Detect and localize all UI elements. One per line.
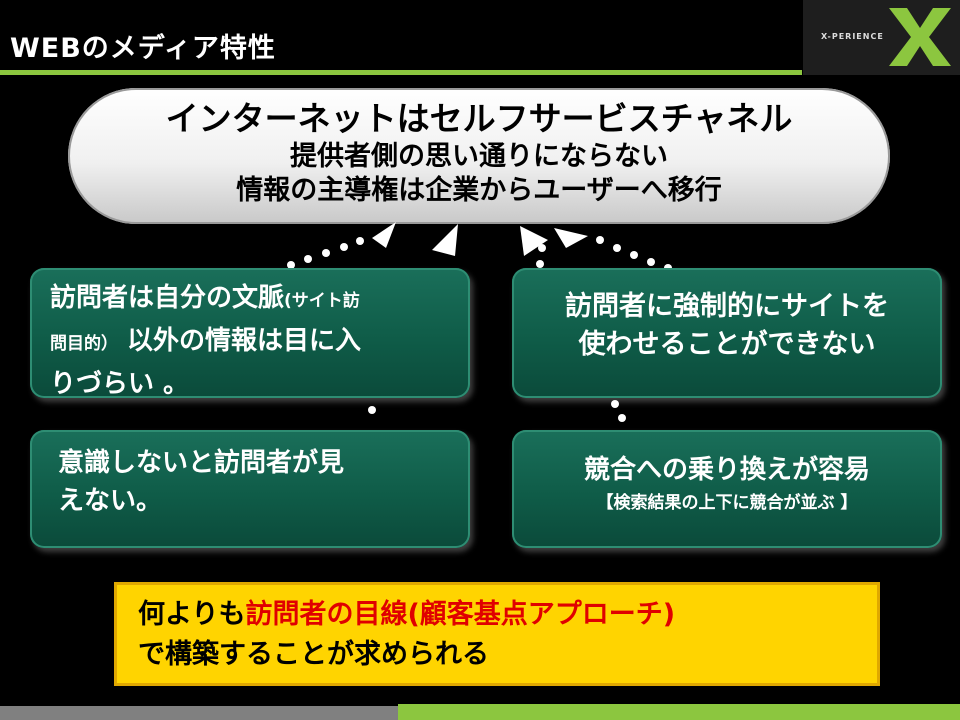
box-invisible-text: 意識しないと訪問者が見 えない。 [58,444,458,520]
box-context-small2: 問目的） [50,334,118,354]
box-no-force-text: 訪問者に強制的にサイトを 使わせることができない [512,288,942,364]
conclusion-line1: 何よりも訪問者の目線(顧客基点アプローチ) [138,596,675,634]
conclusion-line2: で構築することが求められる [138,639,489,670]
center-line-2: 提供者側の思い通りにならない [290,141,668,172]
conclusion-highlight: 訪問者の目線(顧客基点アプローチ) [245,599,676,630]
box-competitor: 競合への乗り換えが容易 【検索結果の上下に競合が並ぶ 】 [512,430,942,548]
logo-text: X-PERIENCE [821,32,884,41]
box-competitor-line1: 競合への乗り換えが容易 [583,455,870,485]
x-logo-icon [889,8,951,66]
logo: X-PERIENCE [803,0,960,75]
box-context: 訪問者は自分の文脈(サイト訪 問目的） 以外の情報は目に入 りづらい 。 [30,268,470,399]
box-invisible-line2: えない。 [58,486,163,516]
box-invisible-line1: 意識しないと訪問者が見 [58,448,345,478]
conclusion-box: 何よりも訪問者の目線(顧客基点アプローチ) で構築することが求められる [114,582,880,686]
slide-title: WEBのメディア特性 [10,33,276,64]
footer-bar-green [398,704,960,720]
footer-bar-gray [0,706,398,720]
box-context-part2: 以外の情報は目に入 [118,326,362,356]
box-context-small1: (サイト訪 [284,291,360,311]
title-underline [0,70,802,75]
box-no-force-line1: 訪問者に強制的にサイトを [565,291,889,322]
box-competitor-line2: 【検索結果の上下に競合が並ぶ 】 [596,493,858,513]
center-line-1: インターネットはセルフサービスチャネル [165,99,793,138]
box-context-part3: りづらい 。 [50,369,190,399]
conclusion-prefix: 何よりも [138,599,246,630]
box-no-force-line2: 使わせることができない [578,329,876,360]
box-context-part1: 訪問者は自分の文脈 [50,283,285,313]
box-invisible: 意識しないと訪問者が見 えない。 [30,430,470,548]
box-context-text: 訪問者は自分の文脈(サイト訪 問目的） 以外の情報は目に入 りづらい 。 [50,278,460,404]
center-pill: インターネットはセルフサービスチャネル 提供者側の思い通りにならない 情報の主導… [68,88,890,224]
center-line-3: 情報の主導権は企業からユーザーへ移行 [236,175,722,206]
box-no-force: 訪問者に強制的にサイトを 使わせることができない [512,268,942,398]
